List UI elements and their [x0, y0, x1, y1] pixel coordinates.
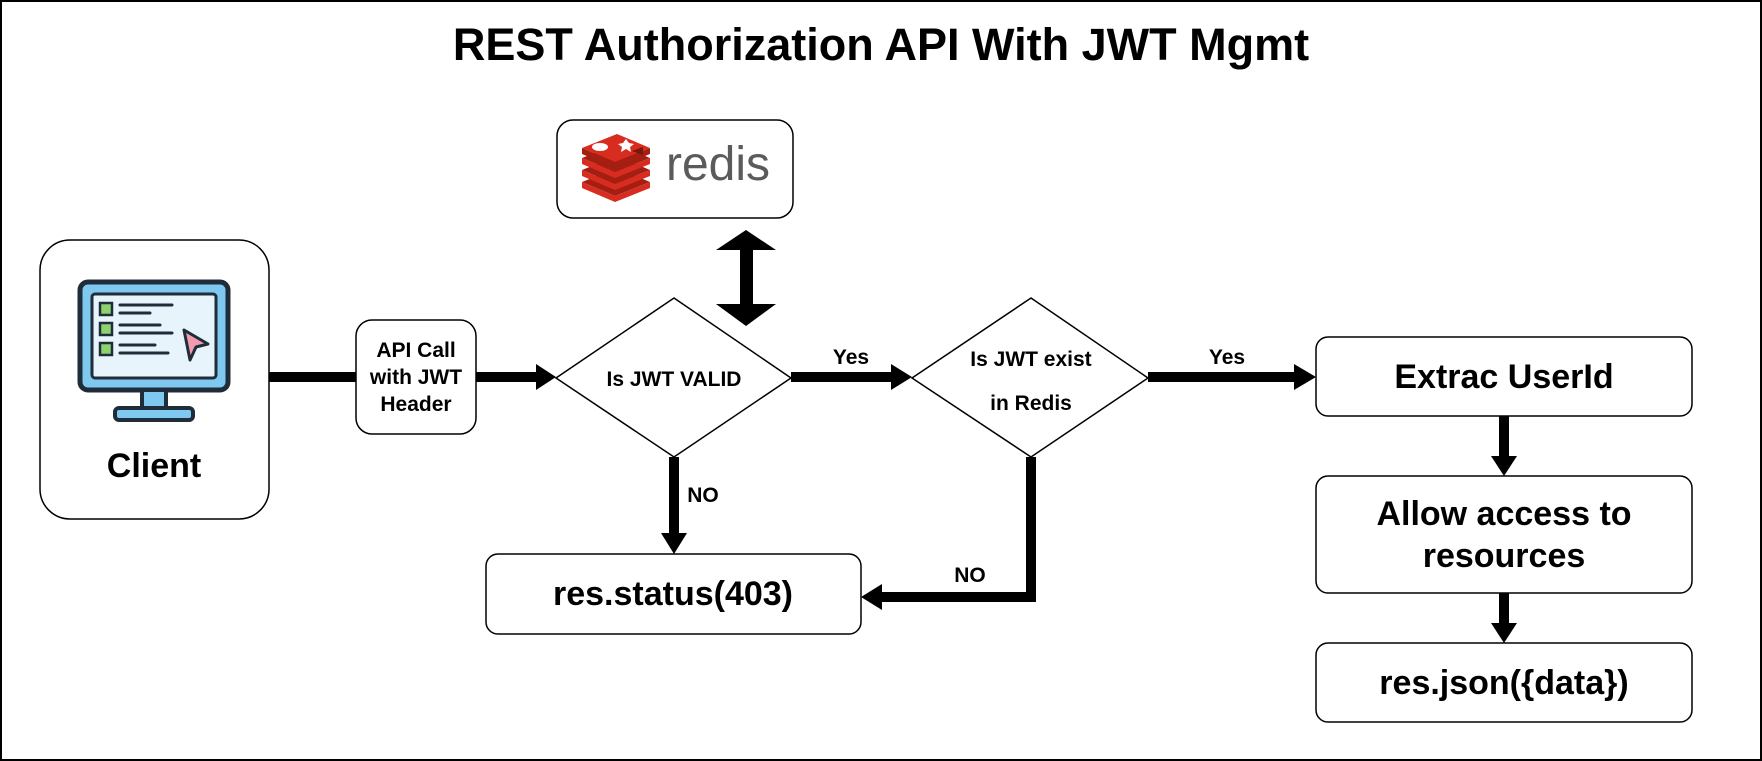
computer-monitor-icon [77, 279, 231, 422]
edge-label-valid-no: NO [687, 484, 719, 507]
edge-label-exist-no: NO [954, 564, 986, 587]
api-call-node: API Call with JWT Header [355, 319, 477, 435]
allow-access-node: Allow access to resources [1315, 475, 1693, 594]
api-call-line-3: Header [380, 393, 451, 416]
jwt-valid-label: Is JWT VALID [607, 368, 742, 391]
api-call-line-2: with JWT [369, 366, 462, 389]
status-403-label: res.status(403) [553, 575, 793, 613]
edge-label-exist-yes: Yes [1209, 346, 1245, 369]
allow-access-line-2: resources [1423, 537, 1586, 575]
api-call-line-1: API Call [376, 339, 455, 362]
diagram-title: REST Authorization API With JWT Mgmt [453, 19, 1309, 70]
client-node: Client [39, 239, 270, 520]
res-json-label: res.json({data}) [1379, 664, 1628, 702]
redis-label: redis [666, 138, 770, 191]
status-403-node: res.status(403) [485, 553, 862, 635]
redis-logo-icon [582, 134, 650, 202]
allow-access-line-1: Allow access to [1376, 495, 1631, 533]
cursor-icon [182, 328, 210, 362]
res-json-node: res.json({data}) [1315, 642, 1693, 723]
extract-userid-label: Extrac UserId [1394, 358, 1613, 396]
edge-label-valid-yes: Yes [833, 346, 869, 369]
jwt-exist-line-2: in Redis [990, 392, 1072, 415]
client-label: Client [107, 447, 201, 485]
extract-userid-node: Extrac UserId [1315, 336, 1693, 417]
jwt-exist-line-1: Is JWT exist [970, 348, 1091, 371]
redis-node: redis [556, 119, 794, 219]
redis-sync-arrow [716, 230, 776, 326]
jwt-exist-decision: Is JWT exist in Redis [910, 297, 1150, 458]
connector-exist-to-403 [880, 457, 1036, 602]
